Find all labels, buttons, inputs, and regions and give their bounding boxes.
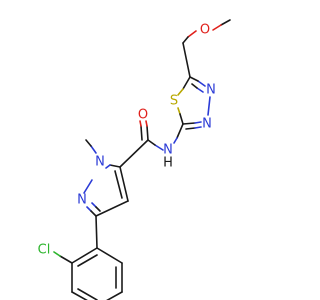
- bond-c2-nh: [176, 123, 184, 139]
- atom-amide-n: N: [163, 143, 173, 158]
- bond-c2-n3: [182, 122, 196, 125]
- atom-methoxy-o: O: [200, 23, 210, 38]
- bond-c3-phenyl: [95, 215, 98, 249]
- bond-n1-methyl-part: [90, 145, 97, 154]
- bond-ch2-c5: [182, 42, 191, 78]
- bond-n4-c5: [189, 76, 199, 82]
- bond-n4-c5-part: [197, 80, 206, 87]
- atom-thiadiazole-s: S: [170, 94, 178, 109]
- bond-c5pz-n1-part: [105, 164, 111, 169]
- atom-amide-o: O: [138, 108, 148, 123]
- bond-carbonyl-o-double-part: [139, 120, 142, 127]
- bond-c4-c5pz-double: [114, 170, 123, 199]
- bond-ph4-ph5: [106, 291, 123, 300]
- molecule-canvas: O S N N N H O N N Cl: [38, 19, 231, 300]
- bond-n3-n4: [207, 96, 211, 116]
- bond-nh-carbonyl-part: [154, 144, 164, 151]
- bond-ph1-ph2: [71, 247, 98, 264]
- bond-c2-n3-part: [194, 121, 202, 124]
- atom-chlorine: Cl: [38, 243, 51, 258]
- bond-n4-c5-double: [191, 83, 198, 89]
- bond-c5-s-part: [177, 88, 184, 96]
- bond-n2-c3-part: [86, 206, 92, 212]
- bond-o-ch2-part: [187, 30, 197, 38]
- bond-c5-s: [182, 76, 191, 90]
- atom-amide-h: H: [163, 156, 173, 171]
- bond-c2-n3-double: [185, 127, 196, 130]
- atom-pyrazole-n1: N: [95, 155, 105, 170]
- bond-o-ch2: [182, 36, 189, 44]
- bond-c2-nh-part: [173, 137, 178, 144]
- bond-c4-c5pz: [119, 166, 129, 202]
- bond-s-c2-part: [177, 107, 181, 115]
- bond-n2-c3-double: [95, 206, 101, 212]
- bond-methyl-o: [220, 19, 231, 26]
- bond-nh-carbonyl: [147, 139, 156, 146]
- bond-n2-c3-double-part: [91, 202, 97, 208]
- bond-carbonyl-o-double: [140, 125, 143, 141]
- molecule-structure: [53, 19, 231, 300]
- bond-ph2-cl-part: [53, 251, 61, 257]
- atom-labels-layer: O S N N N H O N N Cl: [38, 23, 216, 258]
- bond-s-c2: [179, 113, 184, 125]
- bond-ph1-ph2-inner: [77, 254, 98, 267]
- bond-n4-c5-double-part: [196, 87, 204, 93]
- bond-ph3-ph4: [71, 291, 88, 300]
- bond-carbonyl-o: [146, 125, 149, 141]
- bond-ph2-cl: [59, 255, 73, 264]
- bond-c2-n3-double-part: [194, 126, 202, 129]
- bond-methyl-o-part: [212, 24, 222, 31]
- bond-c3-c4: [95, 200, 129, 217]
- bond-ph3-ph4-inner: [77, 288, 98, 300]
- bond-n2-c3: [90, 210, 97, 217]
- bond-n1-n2: [83, 179, 93, 194]
- bond-carbonyl-c5pz: [119, 139, 149, 168]
- atom-thiadiazole-n4: N: [206, 83, 216, 98]
- bond-ph6-ph1: [96, 247, 123, 264]
- bond-n1-methyl: [85, 139, 92, 147]
- atom-thiadiazole-n3: N: [202, 117, 212, 132]
- bond-carbonyl-o-part: [145, 120, 148, 127]
- atom-pyrazole-n2: N: [77, 193, 87, 208]
- bond-c5pz-n1: [109, 164, 121, 168]
